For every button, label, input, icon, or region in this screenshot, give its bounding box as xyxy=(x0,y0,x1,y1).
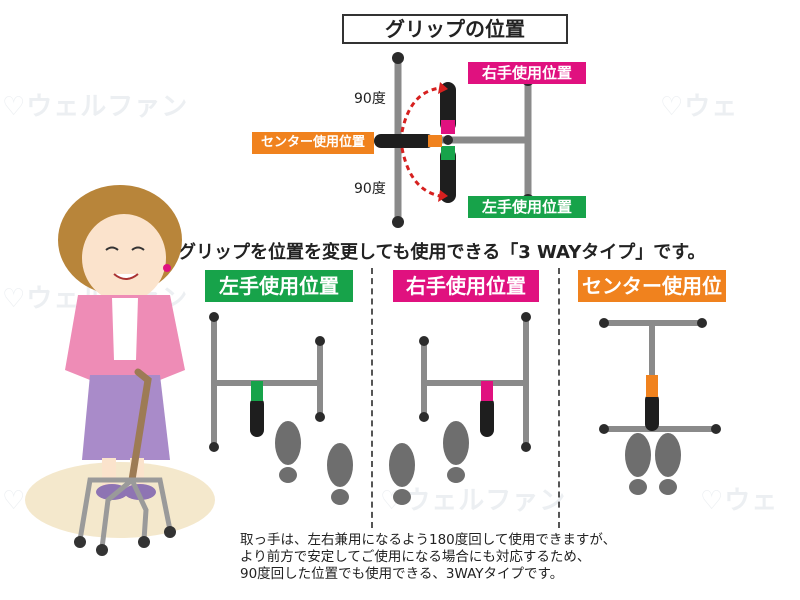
watermark: ♡ウェ xyxy=(700,486,779,516)
watermark: ♡ウェルファン xyxy=(2,92,189,122)
page-title: グリップの位置 xyxy=(342,14,568,44)
caption-line: 取っ手は、左右兼用になるよう180度回して使用できますが、 xyxy=(240,532,617,548)
panel-tab-left: 左手使用位置 xyxy=(205,270,353,302)
left-hand-position-diagram xyxy=(209,312,353,505)
panel-divider xyxy=(371,268,373,528)
elderly-woman-illustration xyxy=(25,185,215,556)
panel-tab-center: センター使用位置 xyxy=(578,270,726,330)
headline: グリップを位置を変更しても使用できる「3 WAYタイプ」です。 xyxy=(178,242,706,263)
grip-position-diagram xyxy=(374,52,534,228)
watermark: ♡ウェルファン xyxy=(380,486,567,516)
right-hand-label: 右手使用位置 xyxy=(468,62,586,84)
right-hand-position-diagram xyxy=(389,312,531,505)
caption-line: 90度回した位置でも使用できる、3WAYタイプです。 xyxy=(240,566,564,582)
watermark: ♡ウェ xyxy=(660,92,739,122)
angle-label-bottom: 90度 xyxy=(354,181,386,197)
left-hand-label: 左手使用位置 xyxy=(468,196,586,218)
caption: 取っ手は、左右兼用になるよう180度回して使用できますが、 より前方で安定してご… xyxy=(240,532,616,583)
angle-label-top: 90度 xyxy=(354,91,386,107)
panel-divider xyxy=(558,268,560,528)
panel-tab-right: 右手使用位置 xyxy=(393,270,539,302)
center-label: センター使用位置 xyxy=(252,132,374,154)
center-position-diagram xyxy=(599,318,721,495)
caption-line: より前方で安定してご使用になる場合にも対応するため、 xyxy=(240,549,591,565)
